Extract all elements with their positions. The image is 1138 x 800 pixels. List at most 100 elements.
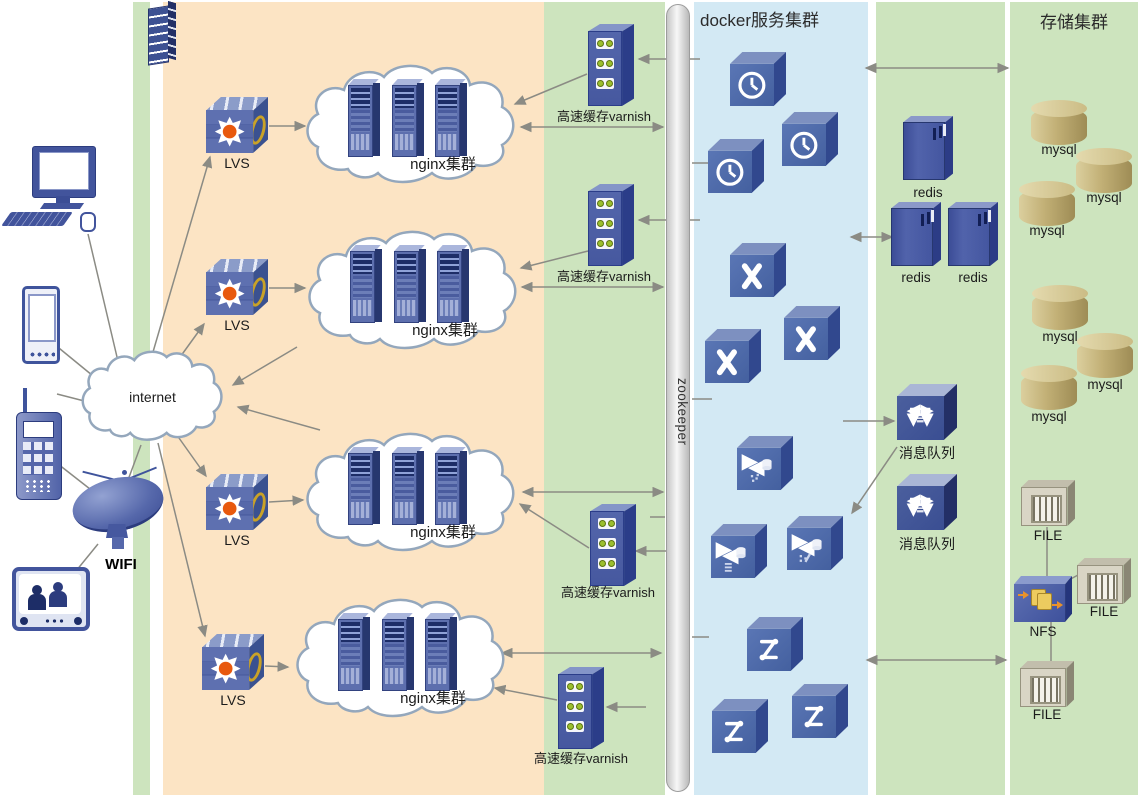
file-server-icon (1021, 480, 1075, 526)
mysql-database-icon (1077, 333, 1133, 379)
nginx-server-icon (392, 79, 424, 157)
lvs-label-2: LVS (224, 317, 250, 333)
nginx-server-icon (382, 613, 414, 691)
redis-server-icon (948, 202, 998, 266)
clock-icon (790, 131, 818, 159)
nginx-server-icon (435, 79, 467, 157)
multilayer-switch-icon (210, 653, 241, 684)
mysql-label-3: mysql (1029, 223, 1065, 238)
multilayer-switch-icon (214, 116, 245, 147)
mysql-database-icon (1076, 148, 1132, 194)
docker-x-cube (730, 243, 786, 297)
file-label-1: FILE (1033, 528, 1063, 543)
mysql-database-icon (1032, 285, 1088, 331)
nginx-cluster-3: nginx集群 (296, 425, 526, 557)
tv-icon (12, 567, 90, 631)
docker-x-cube (784, 306, 840, 360)
message-queue-icon (906, 404, 934, 428)
nginx-cluster-label: nginx集群 (410, 524, 476, 541)
nginx-server-icon (394, 245, 426, 323)
route-z-icon (804, 705, 824, 727)
storage-router-icon (715, 541, 746, 572)
redis-label-3: redis (958, 270, 988, 285)
route-z-icon (724, 720, 744, 742)
nginx-server-icon (348, 447, 380, 525)
message-queue-cube (897, 384, 957, 440)
clock-icon (738, 71, 766, 99)
building-icon (142, 0, 180, 66)
varnish-server-icon (558, 667, 604, 749)
bg-docker-column (694, 2, 868, 795)
file-label-3: FILE (1032, 707, 1062, 722)
nginx-server-icon (435, 447, 467, 525)
lvs-switch-4 (202, 634, 264, 690)
internet-label: internet (129, 389, 176, 405)
nginx-server-icon (338, 613, 370, 691)
nginx-server-icon (425, 613, 457, 691)
nginx-cluster-1: nginx集群 (296, 57, 526, 189)
file-label-2: FILE (1089, 604, 1119, 619)
docker-z-cube (747, 617, 803, 671)
mysql-database-icon (1021, 365, 1077, 411)
route-z-icon (759, 638, 779, 660)
lvs-switch-1 (206, 97, 268, 153)
desktop-computer-icon (1, 146, 99, 238)
wifi-label: WIFI (105, 556, 137, 573)
nfs-gateway-icon (1014, 576, 1072, 622)
zookeeper-bar (666, 4, 690, 792)
content-switch-x-icon (741, 262, 762, 289)
varnish-server-icon (588, 184, 634, 266)
docker-app-cube (711, 524, 767, 578)
message-queue-icon (906, 494, 934, 518)
storage-cluster-title: 存储集群 (1040, 13, 1108, 32)
lvs-switch-2 (206, 259, 268, 315)
storage-router-icon (791, 533, 822, 563)
storage-router-icon (741, 453, 772, 482)
lvs-switch-3 (206, 474, 268, 530)
pda-icon (22, 286, 60, 364)
varnish-server-icon (590, 504, 636, 586)
nginx-cluster-4: nginx集群 (286, 591, 516, 723)
nginx-cluster-2: nginx集群 (298, 223, 528, 355)
docker-app-cube (737, 436, 793, 490)
varnish-label-3: 高速缓存varnish (561, 585, 655, 600)
mysql-label-5: mysql (1087, 377, 1123, 392)
mobile-phone-icon (16, 388, 62, 500)
nginx-cluster-label: nginx集群 (400, 690, 466, 707)
varnish-server-icon (588, 24, 634, 106)
redis-server-icon (903, 116, 953, 180)
multilayer-switch-icon (214, 278, 245, 309)
mysql-label-2: mysql (1086, 190, 1122, 205)
lvs-label-3: LVS (224, 532, 250, 548)
mysql-label-4: mysql (1042, 329, 1078, 344)
nginx-server-icon (437, 245, 469, 323)
mysql-database-icon (1019, 181, 1075, 227)
docker-app-cube (787, 516, 843, 570)
clock-icon (716, 158, 744, 186)
docker-clock-cube (782, 112, 838, 166)
multilayer-switch-icon (214, 493, 245, 524)
varnish-label-1: 高速缓存varnish (557, 109, 651, 124)
nginx-server-icon (392, 447, 424, 525)
internet-cloud: internet (75, 345, 230, 445)
message-queue-cube (897, 474, 957, 530)
zookeeper-label: zookeeper (675, 378, 690, 446)
redis-label-2: redis (901, 270, 931, 285)
docker-z-cube (712, 699, 768, 753)
redis-label-1: redis (913, 185, 943, 200)
mq-label-1: 消息队列 (899, 445, 955, 461)
docker-z-cube (792, 684, 848, 738)
mysql-label-6: mysql (1031, 409, 1067, 424)
bg-varnish-column (544, 2, 665, 795)
nfs-label: NFS (1029, 624, 1057, 639)
satellite-dish-icon (67, 466, 170, 558)
varnish-label-2: 高速缓存varnish (557, 269, 651, 284)
docker-x-cube (705, 329, 761, 383)
mq-label-2: 消息队列 (899, 536, 955, 552)
mysql-database-icon (1031, 100, 1087, 146)
nginx-server-icon (348, 79, 380, 157)
nginx-cluster-label: nginx集群 (412, 322, 478, 339)
content-switch-x-icon (716, 348, 737, 375)
varnish-label-4: 高速缓存varnish (534, 751, 628, 766)
